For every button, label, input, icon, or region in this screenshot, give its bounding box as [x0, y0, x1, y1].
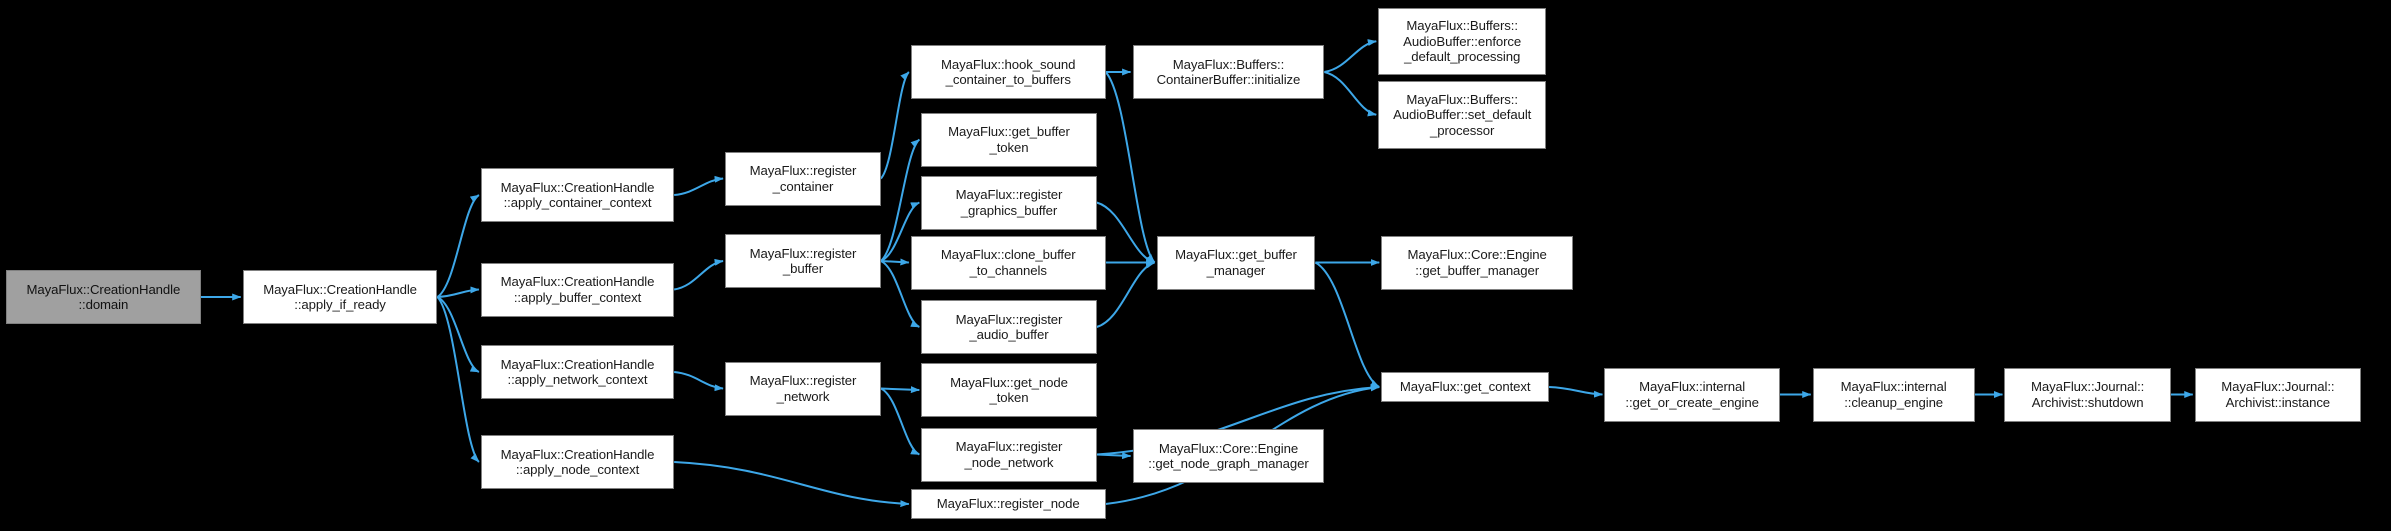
- graph-node-apply_node_context[interactable]: MayaFlux::CreationHandle ::apply_node_co…: [480, 435, 675, 489]
- graph-edge-apply_if_ready-to-apply_buffer_context: [437, 286, 480, 298]
- graph-edge-get_buffer_manager-to-get_context: [1314, 261, 1380, 388]
- graph-node-register_container[interactable]: MayaFlux::register _container: [725, 151, 881, 206]
- graph-edge-register_node_network-to-core_get_node_graph_mgr: [1096, 452, 1132, 460]
- graph-edge-register_network-to-get_node_token: [880, 386, 920, 394]
- graph-edge-apply_if_ready-to-apply_node_context: [436, 296, 480, 463]
- graph-node-archivist_instance[interactable]: MayaFlux::Journal:: Archivist::instance: [2194, 367, 2362, 422]
- graph-node-archivist_shutdown[interactable]: MayaFlux::Journal:: Archivist::shutdown: [2004, 367, 2171, 422]
- graph-node-apply_container_context[interactable]: MayaFlux::CreationHandle ::apply_contain…: [480, 168, 675, 222]
- graph-node-apply_buffer_context[interactable]: MayaFlux::CreationHandle ::apply_buffer_…: [480, 262, 675, 317]
- graph-edge-get_context-to-get_or_create_engine: [1549, 386, 1603, 398]
- graph-edge-register_network-to-register_node_network: [880, 387, 920, 456]
- graph-node-get_or_create_engine[interactable]: MayaFlux::internal ::get_or_create_engin…: [1604, 367, 1780, 422]
- graph-node-get_buffer_manager[interactable]: MayaFlux::get_buffer _manager: [1156, 235, 1316, 290]
- graph-node-cleanup_engine[interactable]: MayaFlux::internal ::cleanup_engine: [1812, 367, 1975, 422]
- graph-node-get_buffer_token[interactable]: MayaFlux::get_buffer _token: [921, 112, 1097, 167]
- graph-edge-apply_if_ready-to-apply_container_context: [436, 194, 480, 298]
- graph-node-container_buffer_init[interactable]: MayaFlux::Buffers:: ContainerBuffer::ini…: [1132, 45, 1325, 99]
- graph-node-enforce_default_proc[interactable]: MayaFlux::Buffers:: AudioBuffer::enforce…: [1378, 7, 1547, 75]
- graph-node-register_node_network[interactable]: MayaFlux::register _node_network: [921, 427, 1097, 482]
- graph-edge-register_container-to-hook_sound_container: [880, 71, 910, 180]
- graph-edge-register_buffer-to-clone_buffer_to_channels: [880, 258, 910, 266]
- graph-edge-apply_container_context-to-register_container: [674, 175, 724, 196]
- graph-edge-apply_node_context-to-register_node: [674, 461, 910, 508]
- graph-node-set_default_processor[interactable]: MayaFlux::Buffers:: AudioBuffer::set_def…: [1378, 81, 1547, 149]
- graph-node-register_buffer[interactable]: MayaFlux::register _buffer: [725, 234, 881, 288]
- graph-node-register_network[interactable]: MayaFlux::register _network: [725, 361, 881, 416]
- graph-edge-apply_if_ready-to-apply_network_context: [436, 296, 480, 373]
- graph-node-hook_sound_container[interactable]: MayaFlux::hook_sound _container_to_buffe…: [910, 45, 1106, 99]
- graph-node-domain[interactable]: MayaFlux::CreationHandle ::domain: [5, 270, 201, 324]
- graph-node-apply_if_ready[interactable]: MayaFlux::CreationHandle ::apply_if_read…: [242, 270, 438, 324]
- graph-node-clone_buffer_to_channels[interactable]: MayaFlux::clone_buffer _to_channels: [910, 235, 1106, 290]
- graph-node-core_get_node_graph_mgr[interactable]: MayaFlux::Core::Engine ::get_node_graph_…: [1132, 429, 1325, 483]
- graph-edge-container_buffer_init-to-set_default_processor: [1324, 71, 1377, 117]
- graph-edge-container_buffer_init-to-enforce_default_proc: [1324, 39, 1377, 73]
- graph-node-register_graphics_buffer[interactable]: MayaFlux::register _graphics_buffer: [921, 175, 1097, 230]
- graph-node-apply_network_context[interactable]: MayaFlux::CreationHandle ::apply_network…: [480, 345, 675, 399]
- graph-edge-apply_network_context-to-register_network: [674, 371, 724, 392]
- graph-node-core_get_buffer_manager[interactable]: MayaFlux::Core::Engine ::get_buffer_mana…: [1381, 235, 1574, 290]
- graph-edge-hook_sound_container-to-get_buffer_manager: [1104, 71, 1156, 264]
- graph-node-register_audio_buffer[interactable]: MayaFlux::register _audio_buffer: [921, 300, 1097, 354]
- graph-node-register_node[interactable]: MayaFlux::register_node: [910, 489, 1106, 519]
- graph-edge-apply_buffer_context-to-register_buffer: [673, 258, 724, 291]
- graph-node-get_context[interactable]: MayaFlux::get_context: [1381, 372, 1550, 402]
- graph-node-get_node_token[interactable]: MayaFlux::get_node _token: [921, 363, 1097, 417]
